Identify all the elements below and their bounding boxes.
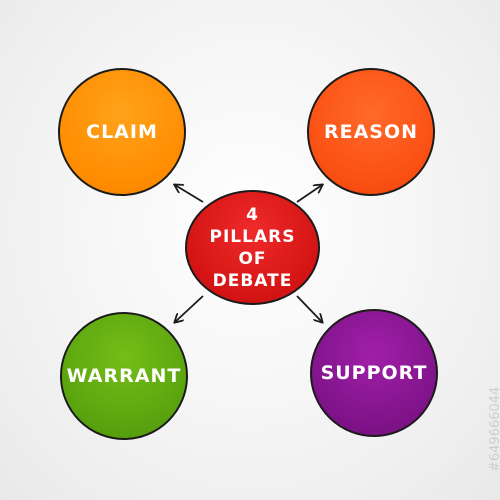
stock-id-watermark: #649666044 [488, 386, 500, 472]
arrow-to-warrant [175, 295, 204, 322]
center-node: 4 PILLARS OF DEBATE [185, 190, 320, 305]
arrow-to-reason [296, 185, 322, 203]
claim-label: CLAIM [86, 121, 158, 143]
arrow-to-support [296, 295, 322, 322]
arrow-to-claim [175, 185, 204, 203]
warrant-label: WARRANT [66, 365, 182, 387]
warrant-node: WARRANT [60, 312, 188, 440]
reason-node: REASON [307, 68, 435, 196]
support-label: SUPPORT [320, 362, 428, 384]
claim-node: CLAIM [58, 68, 186, 196]
reason-label: REASON [323, 121, 419, 143]
center-label: 4 PILLARS OF DEBATE [209, 204, 296, 291]
support-node: SUPPORT [310, 309, 438, 437]
